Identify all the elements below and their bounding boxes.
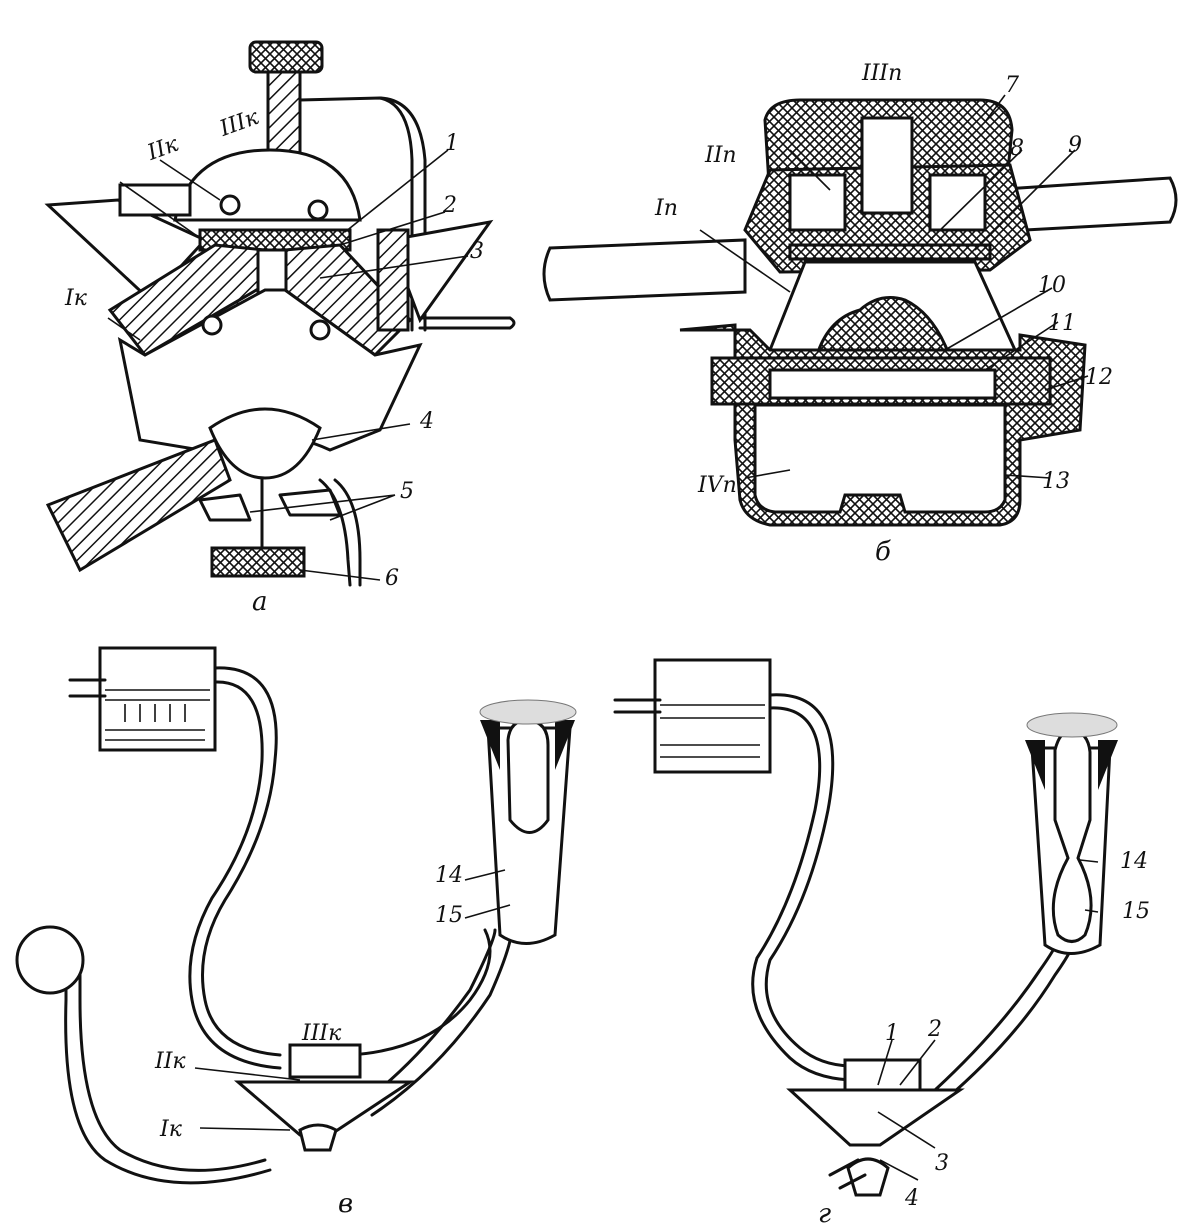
milk-hose-g [933,923,1064,1092]
label-4: 4 [419,409,434,434]
collector-g [786,1088,965,1147]
panel-g-rest-stroke: 1 2 3 4 14 15 г [613,658,1150,1229]
udder-g [1026,712,1118,738]
caption-g: г [818,1199,831,1229]
teat-v [506,718,550,834]
pulsator-pipe-right [988,176,1178,234]
label-2: 2 [442,193,457,218]
label-chamber-iik: IIк [143,132,182,167]
label-14-g: 14 [1120,849,1148,874]
panel-a-collector: IIIк IIк Iк 1 2 3 4 5 6 а [44,40,516,617]
mini-pulsator-v [98,646,217,752]
vacuum-hose-v [78,968,267,1172]
label-1-g: 1 [885,1021,899,1046]
label-chamber-iik-v: IIк [154,1049,186,1074]
label-1: 1 [445,131,459,156]
mini-pulsator-g [653,658,772,774]
bottom-nut [210,546,306,578]
panel-b-pulsator: IIIп IIп Iп IVп 7 8 9 10 11 12 13 б [542,61,1178,567]
fittings [198,488,342,522]
vacuum-ball [15,925,85,995]
pulse-hose-v [201,666,282,1057]
milk-outlet-pipe [45,438,232,573]
label-9: 9 [1068,133,1082,158]
adjust-knob [248,40,324,74]
panel-v-suck-stroke: 14 15 IIIк IIк Iк в [15,646,577,1219]
label-chamber-ip: Iп [654,196,678,221]
label-8: 8 [1010,136,1024,161]
pulse-hose-g [764,693,852,1068]
label-chamber-iiik: IIIк [216,105,263,143]
pulsator-pipe-left [542,238,747,302]
label-5: 5 [400,479,414,504]
label-13: 13 [1042,469,1070,494]
label-10: 10 [1038,273,1066,298]
caption-b: б [875,537,891,567]
label-7: 7 [1005,73,1019,98]
caption-v: в [338,1189,353,1219]
label-2-g: 2 [927,1017,942,1042]
adjust-screw [266,70,302,162]
label-15-v: 15 [435,903,463,928]
label-chamber-iiip: IIIп [861,61,902,86]
central-valve [860,116,914,215]
caption-a: а [252,587,268,617]
milk-hose-v [358,928,497,1107]
label-6: 6 [385,566,399,591]
diaphragm [788,243,992,261]
label-11: 11 [1048,311,1076,336]
label-chamber-ivp: IVп [697,473,737,498]
label-15-g: 15 [1122,899,1150,924]
label-14-v: 14 [435,863,463,888]
label-chamber-iiik-v: IIIк [301,1021,342,1046]
chamber-iiik-cover [173,148,362,222]
label-chamber-iip: IIп [704,143,737,168]
label-3-g: 3 [935,1151,949,1176]
label-12: 12 [1085,365,1113,390]
label-4-g: 4 [904,1186,919,1211]
label-3: 3 [470,239,484,264]
label-chamber-ik: Iк [64,286,88,311]
udder-v [479,699,577,725]
float-valve [208,407,322,480]
chamber-ivp [753,403,1007,514]
label-chamber-ik-v: Iк [159,1117,183,1142]
